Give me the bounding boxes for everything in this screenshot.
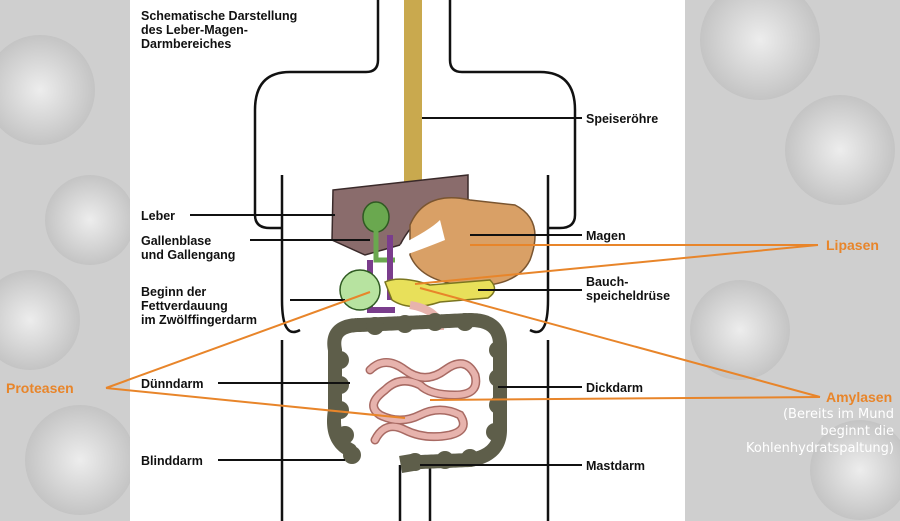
gallbladder-shape [363, 202, 389, 232]
label-dickdarm: Dickdarm [586, 381, 643, 395]
label-blinddarm: Blinddarm [141, 454, 203, 468]
esophagus-shape [404, 0, 422, 210]
diagram-title: Schematische Darstellung des Leber-Magen… [141, 9, 297, 51]
label-gallenblase: Gallenblase und Gallengang [141, 234, 235, 262]
label-magen: Magen [586, 229, 626, 243]
label-proteasen: Proteasen [6, 380, 74, 396]
label-leber: Leber [141, 209, 175, 223]
label-amylasen: Amylasen [826, 389, 892, 405]
label-mastdarm: Mastdarm [586, 459, 645, 473]
duodenum-start-shape [340, 270, 380, 310]
label-bauchspeicheldruese: Bauch- speicheldrüse [586, 275, 670, 303]
amylasen-note: (Bereits im Mund beginnt die Kohlenhydra… [746, 406, 894, 457]
label-lipasen: Lipasen [826, 237, 879, 253]
rectum-shape [405, 455, 408, 472]
label-fettverdauung: Beginn der Fettverdauung im Zwölffingerd… [141, 285, 257, 327]
label-speiseroehre: Speiseröhre [586, 112, 658, 126]
label-duenndarm: Dünndarm [141, 377, 204, 391]
